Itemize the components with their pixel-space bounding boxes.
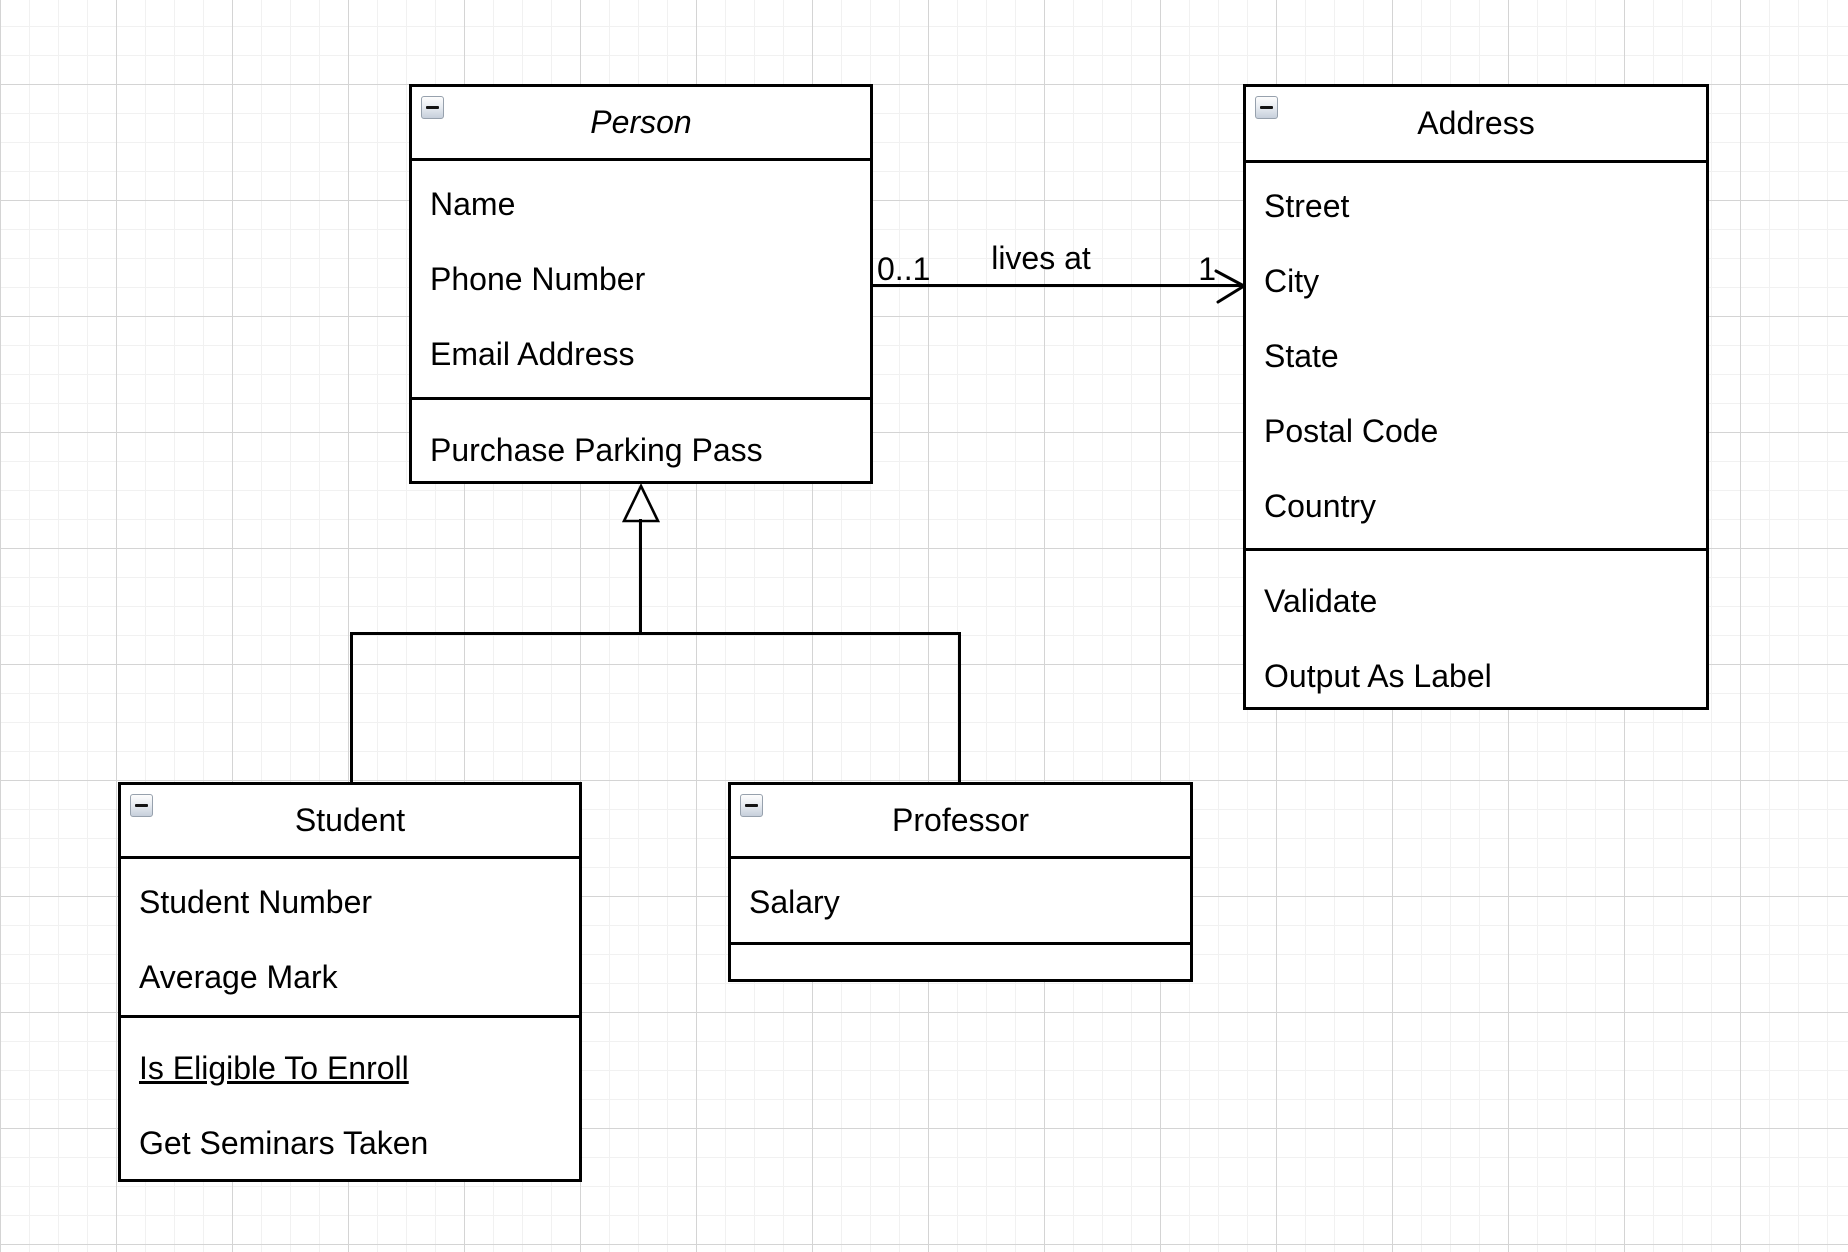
class-box-professor[interactable]: Professor Salary	[728, 782, 1193, 982]
student-methods-section: Is Eligible To Enroll Get Seminars Taken	[121, 1015, 579, 1179]
address-methods-section: Validate Output As Label	[1246, 548, 1706, 707]
address-attribute: Postal Code	[1264, 413, 1439, 449]
collapse-icon[interactable]	[421, 96, 444, 119]
inheritance-triangle-icon	[622, 484, 660, 523]
address-attribute: City	[1264, 263, 1320, 299]
person-header: Person	[412, 87, 870, 158]
student-title: Student	[294, 801, 406, 838]
inheritance-stem-line	[639, 519, 642, 634]
person-title: Person	[590, 103, 692, 140]
association-source-multiplicity: 0..1	[877, 251, 931, 287]
collapse-icon[interactable]	[130, 794, 153, 817]
collapse-icon[interactable]	[1255, 96, 1278, 119]
student-attribute: Average Mark	[139, 959, 338, 995]
student-attribute: Student Number	[139, 884, 373, 920]
address-method: Output As Label	[1264, 658, 1492, 694]
minus-icon	[745, 804, 758, 807]
person-attribute: Name	[430, 186, 516, 222]
student-attributes-section: Student Number Average Mark	[121, 856, 579, 1015]
association-lives-at-line	[873, 284, 1245, 287]
person-attribute: Email Address	[430, 336, 635, 372]
minus-icon	[426, 106, 439, 109]
professor-title: Professor	[892, 801, 1029, 838]
student-method: Get Seminars Taken	[139, 1125, 429, 1161]
person-attributes-section: Name Phone Number Email Address	[412, 158, 870, 397]
class-box-person[interactable]: Person Name Phone Number Email Address P…	[409, 84, 873, 484]
student-method-static: Is Eligible To Enroll	[139, 1050, 409, 1086]
inheritance-junction-line	[350, 632, 961, 635]
address-attribute: State	[1264, 338, 1339, 374]
professor-methods-section	[731, 942, 1190, 979]
minus-icon	[135, 804, 148, 807]
association-label: lives at	[991, 240, 1091, 276]
address-attribute: Country	[1264, 488, 1377, 524]
inheritance-branch-professor-line	[958, 632, 961, 782]
professor-header: Professor	[731, 785, 1190, 856]
professor-attribute: Salary	[749, 884, 840, 920]
professor-attributes-section: Salary	[731, 856, 1190, 942]
address-title: Address	[1417, 104, 1535, 141]
class-box-student[interactable]: Student Student Number Average Mark Is E…	[118, 782, 582, 1182]
address-method: Validate	[1264, 583, 1378, 619]
person-methods-section: Purchase Parking Pass	[412, 397, 870, 481]
address-attributes-section: Street City State Postal Code Country	[1246, 160, 1706, 548]
association-target-multiplicity: 1	[1198, 251, 1216, 287]
person-method: Purchase Parking Pass	[430, 432, 763, 468]
person-attribute: Phone Number	[430, 261, 646, 297]
inheritance-branch-student-line	[350, 632, 353, 782]
class-box-address[interactable]: Address Street City State Postal Code Co…	[1243, 84, 1709, 710]
minus-icon	[1260, 106, 1273, 109]
student-header: Student	[121, 785, 579, 856]
address-attribute: Street	[1264, 188, 1350, 224]
collapse-icon[interactable]	[740, 794, 763, 817]
address-header: Address	[1246, 87, 1706, 160]
